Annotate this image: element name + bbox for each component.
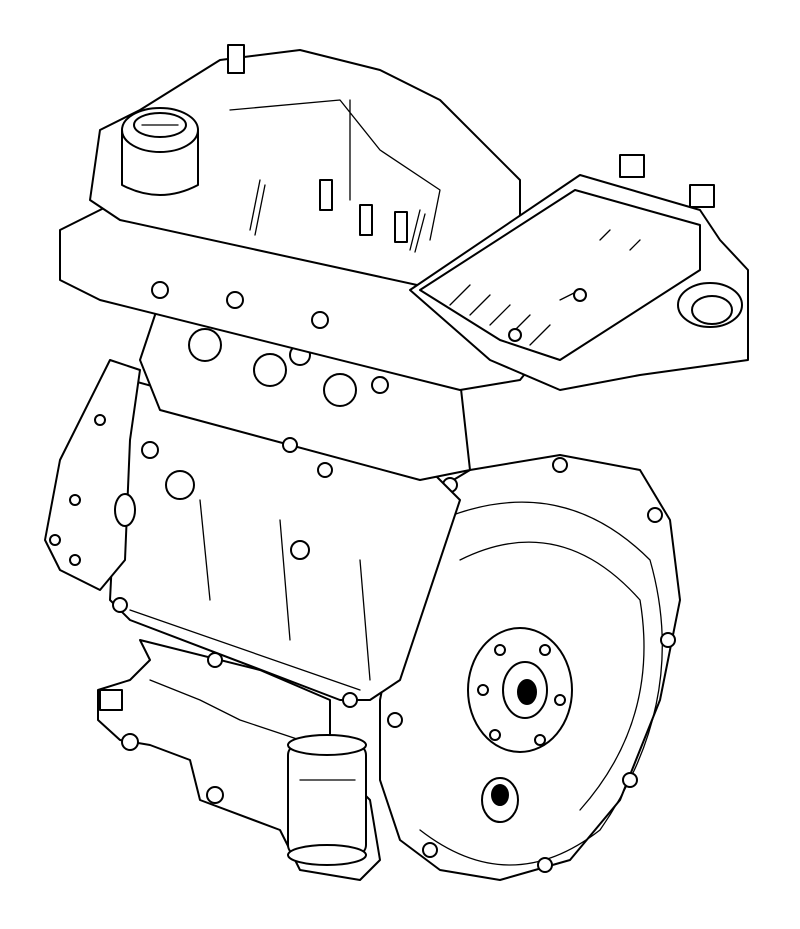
starter-motor xyxy=(287,734,367,866)
cylinder-head xyxy=(59,199,561,391)
air-cleaner-housing xyxy=(409,154,749,391)
valve-cover xyxy=(89,44,521,291)
timing-cover xyxy=(44,359,141,591)
sensor xyxy=(481,777,519,823)
oil-filler-cap xyxy=(121,107,199,196)
flexplate-hub xyxy=(467,627,573,753)
